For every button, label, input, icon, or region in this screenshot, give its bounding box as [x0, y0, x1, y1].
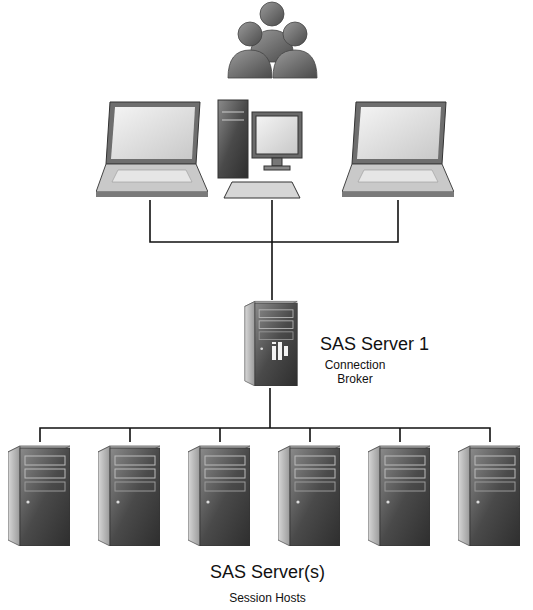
connector-line [269, 388, 271, 428]
node-title: SAS Server 1 [320, 334, 429, 355]
server-node: SAS Server 1 Connection Broker [238, 296, 468, 388]
node-subtitle: Session Hosts [5, 591, 530, 605]
node-title: SAS Server(s) [5, 562, 530, 583]
server-group: SAS Server(s) Session Hosts [5, 428, 530, 608]
node-subtitle: Connection Broker [318, 358, 392, 386]
